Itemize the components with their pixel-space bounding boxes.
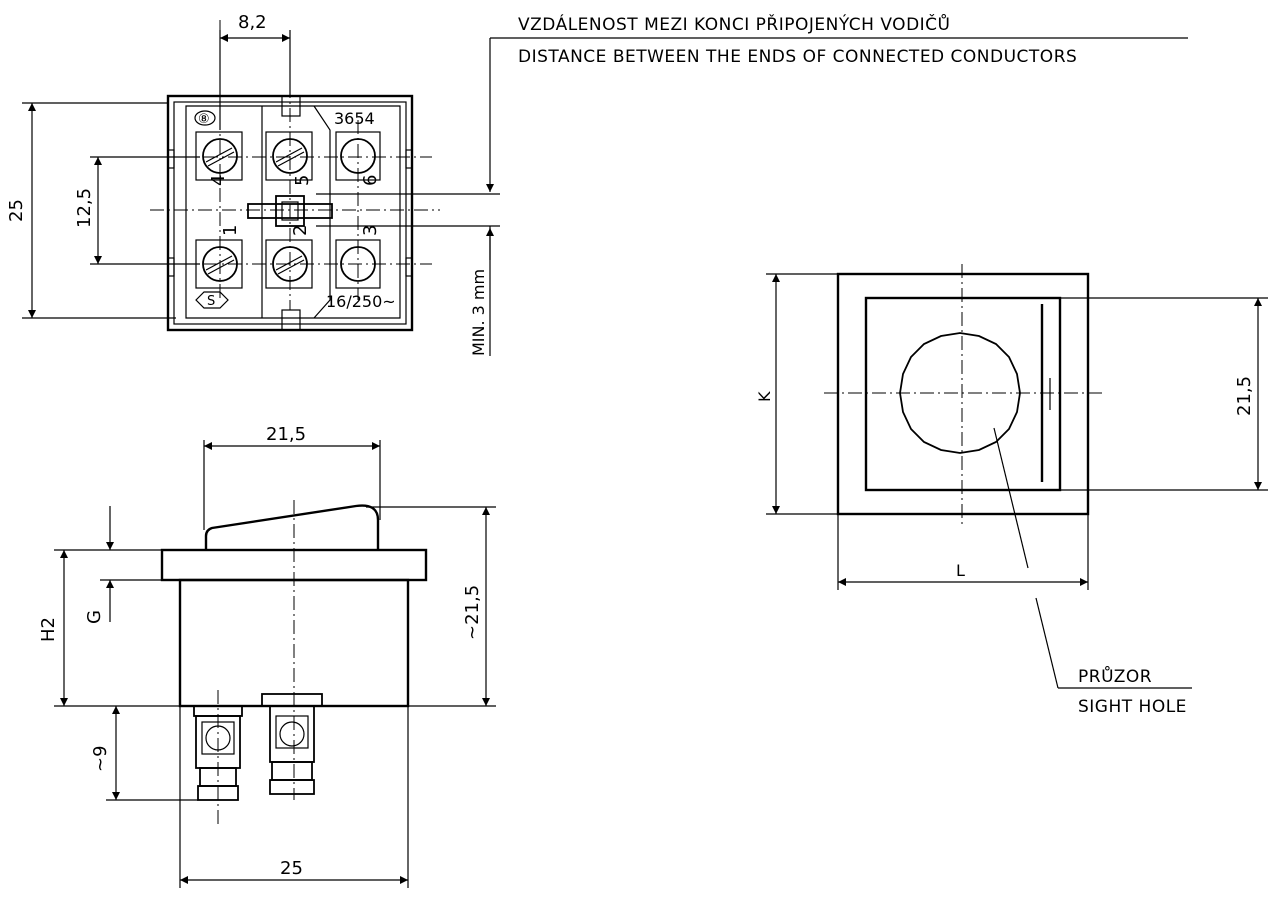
conductor-distance-note: VZDÁLENOST MEZI KONCI PŘIPOJENÝCH VODIČŮ… bbox=[486, 13, 1188, 192]
terminal-label-5: 5 bbox=[292, 175, 313, 186]
note-czech: VZDÁLENOST MEZI KONCI PŘIPOJENÝCH VODIČŮ bbox=[518, 13, 950, 35]
dim-min-distance: MIN. 3 mm bbox=[469, 269, 488, 356]
terminal-label-1: 1 bbox=[220, 225, 241, 236]
dim-body-width: 25 bbox=[280, 858, 303, 879]
dim-rocker-width: 21,5 bbox=[266, 424, 306, 445]
terminal-3 bbox=[335, 239, 381, 289]
terminal-label-2: 2 bbox=[290, 225, 311, 236]
terminal-6 bbox=[335, 131, 381, 181]
approval-mark-bottom: S bbox=[195, 291, 229, 309]
sight-hole-label-en: SIGHT HOLE bbox=[1078, 697, 1187, 717]
dim-h2: H2 bbox=[38, 617, 59, 642]
note-english: DISTANCE BETWEEN THE ENDS OF CONNECTED C… bbox=[518, 47, 1077, 67]
dim-terminal-pitch: 12,5 bbox=[74, 188, 95, 228]
top-view: 4 5 6 1 2 3 ⑧ S 3654 16/250~ 8,2 25 12,5 bbox=[6, 12, 500, 356]
side-terminal-right bbox=[261, 693, 323, 795]
terminal-label-6: 6 bbox=[360, 175, 381, 186]
svg-text:S: S bbox=[207, 294, 215, 309]
dim-k: K bbox=[755, 391, 774, 402]
terminal-5 bbox=[265, 131, 313, 181]
dim-block-height: 25 bbox=[6, 199, 27, 222]
dim-terminal-length: ~9 bbox=[90, 745, 111, 772]
dim-g: G bbox=[84, 610, 105, 624]
dim-window-size: 21,5 bbox=[1234, 376, 1255, 416]
terminal-label-3: 3 bbox=[360, 225, 381, 236]
terminal-4 bbox=[195, 131, 243, 181]
sight-hole-label-cz: PRŮZOR bbox=[1078, 665, 1152, 687]
dim-terminal-width: 8,2 bbox=[238, 12, 267, 33]
side-view: 21,5 ~21,5 H2 G ~9 25 bbox=[38, 424, 496, 888]
rating-label: 16/250~ bbox=[326, 292, 396, 311]
dim-l: L bbox=[956, 561, 965, 580]
part-number: 3654 bbox=[334, 109, 375, 128]
side-terminal-left bbox=[193, 690, 243, 828]
terminal-2 bbox=[265, 239, 313, 289]
svg-text:⑧: ⑧ bbox=[198, 112, 210, 127]
dim-body-height: ~21,5 bbox=[462, 585, 483, 640]
terminal-label-4: 4 bbox=[208, 175, 229, 186]
front-view: PRŮZOR SIGHT HOLE K L 21,5 bbox=[755, 264, 1268, 717]
approval-mark-top: ⑧ bbox=[194, 110, 216, 127]
